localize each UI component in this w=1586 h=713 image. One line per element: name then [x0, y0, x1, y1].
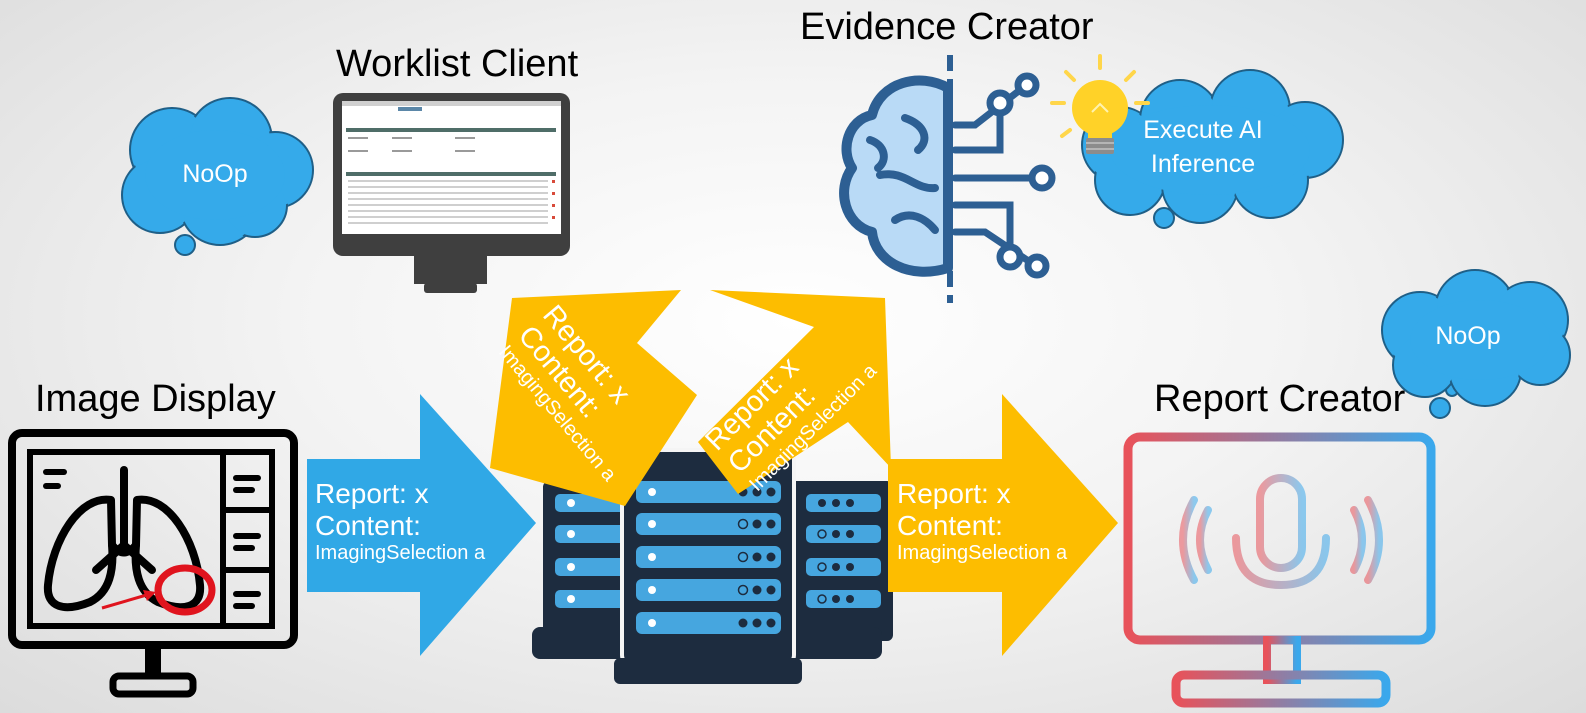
arrow-hub-to-report-creator — [888, 394, 1118, 656]
message-report-line: Report: x — [315, 478, 429, 509]
image-display-label: Image Display — [35, 378, 276, 420]
lightbulb-icon — [1050, 54, 1150, 154]
worklist-client-label: Worklist Client — [336, 43, 579, 85]
report-cloud-text: NoOp — [1435, 322, 1501, 350]
message-report-line: Report: x — [897, 478, 1011, 509]
evidence-cloud-text: Execute AI Inference — [1143, 116, 1263, 178]
arrow-hub-to-worklist — [490, 290, 697, 506]
cloud-worklist-noop — [121, 97, 314, 256]
message-selection-line: ImagingSelection a — [897, 542, 1068, 565]
arrow-hub-to-evidence-creator — [698, 290, 891, 494]
arrow-image-display-to-hub — [307, 394, 536, 656]
message-to-report-creator: Report: x Content: ImagingSelection a — [897, 478, 1067, 565]
lung-xray-monitor-icon — [8, 429, 298, 698]
worklist-monitor-icon — [333, 93, 570, 293]
server-rack-icon — [532, 448, 893, 684]
worklist-cloud-text: NoOp — [182, 160, 248, 188]
report-creator-label: Report Creator — [1154, 378, 1406, 420]
cloud-evidence-action — [1081, 69, 1344, 229]
message-selection-line: ImagingSelection a — [315, 542, 486, 565]
microphone-monitor-icon — [1123, 432, 1436, 708]
evidence-creator-label: Evidence Creator — [800, 6, 1094, 48]
cloud-report-noop — [1381, 269, 1571, 419]
ai-brain-icon — [839, 55, 1056, 303]
message-to-hub: Report: x Content: ImagingSelection a — [315, 478, 485, 565]
message-content-line: Content: — [315, 510, 421, 542]
message-content-line: Content: — [897, 510, 1003, 542]
